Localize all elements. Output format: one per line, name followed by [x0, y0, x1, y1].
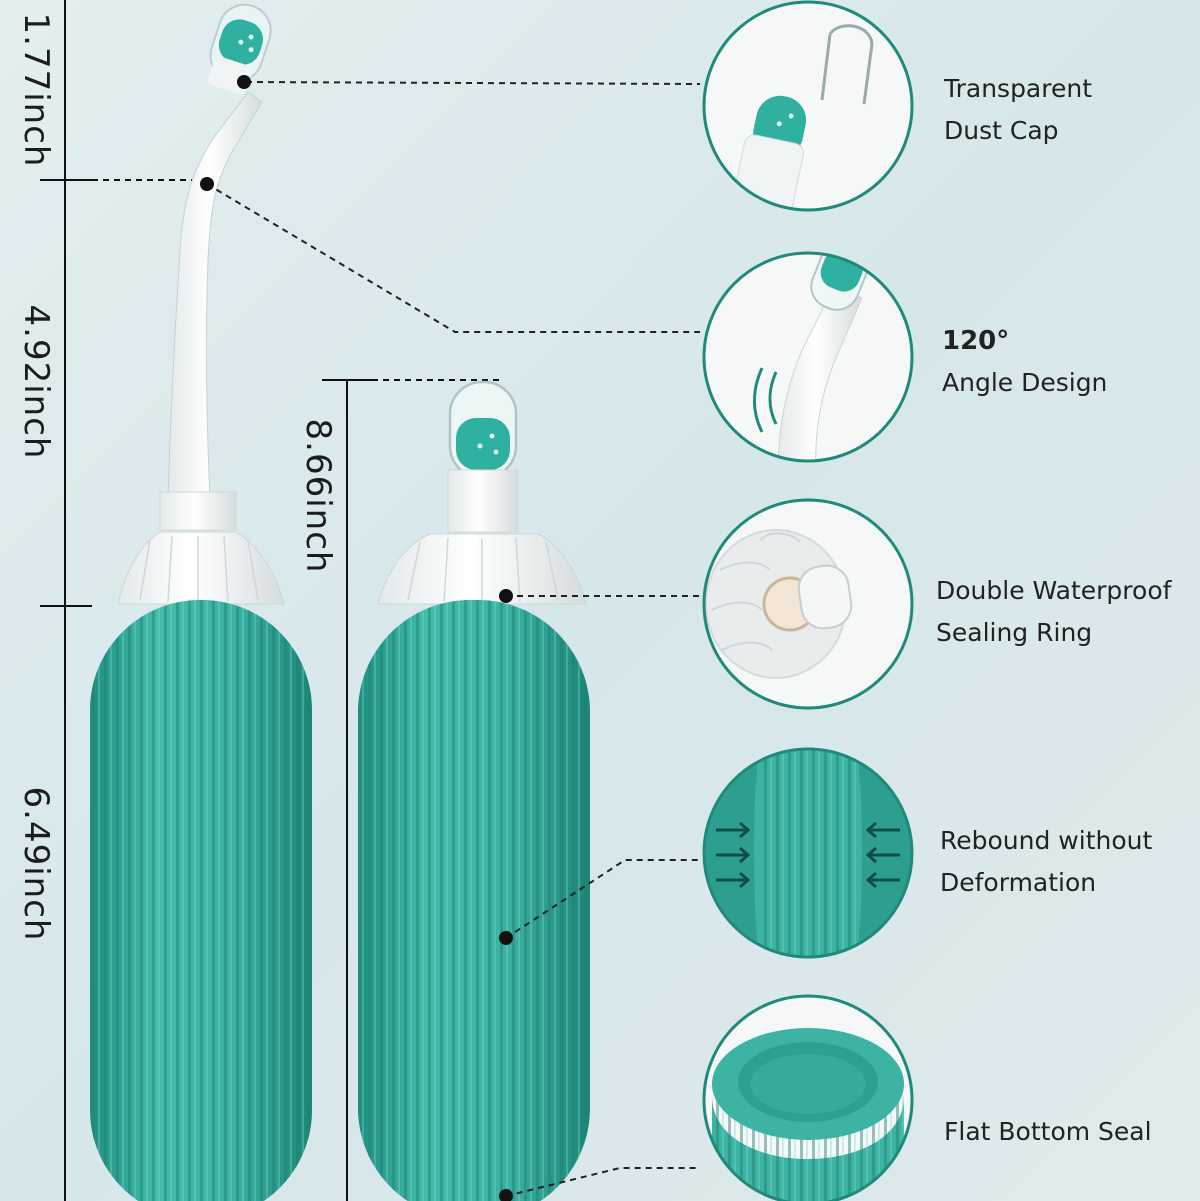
middle-dimension-line [322, 379, 500, 1201]
feature-label-rebound: Rebound without Deformation [940, 820, 1152, 904]
feature-line: 120° [942, 326, 1010, 356]
total-height-label: 8.66inch [298, 418, 338, 574]
feature-line: Deformation [940, 868, 1097, 897]
feature-line: Flat Bottom Seal [944, 1117, 1152, 1146]
angle-nozzle-icon [702, 251, 914, 463]
feature-line: Rebound without [940, 826, 1153, 855]
body-height-label: 6.49inch [16, 786, 56, 942]
neck-height-label: 4.92inch [16, 304, 56, 460]
leader-lines [206, 81, 701, 1197]
feature-label-dust-cap: Transparent Dust Cap [944, 68, 1092, 152]
feature-label-flat-bottom: Flat Bottom Seal [944, 1111, 1152, 1153]
capped-bottle [358, 380, 590, 1201]
sealing-ring-icon [702, 498, 914, 710]
angled-bottle [90, 3, 312, 1201]
cap-height-label: 1.77inch [16, 12, 56, 168]
feature-line: Sealing Ring [936, 618, 1093, 647]
feature-line: Angle Design [942, 368, 1108, 397]
leader-dots [200, 75, 513, 1201]
rebound-body-icon [702, 747, 914, 959]
feature-label-sealing-ring: Double Waterproof Sealing Ring [936, 570, 1171, 654]
feature-line: Double Waterproof [936, 576, 1172, 605]
feature-line: Dust Cap [944, 116, 1059, 145]
left-dimension-line [40, 0, 195, 1201]
feature-line: Transparent [944, 74, 1093, 103]
flat-bottom-icon [702, 994, 914, 1201]
feature-label-angle: 120° Angle Design [942, 320, 1107, 404]
